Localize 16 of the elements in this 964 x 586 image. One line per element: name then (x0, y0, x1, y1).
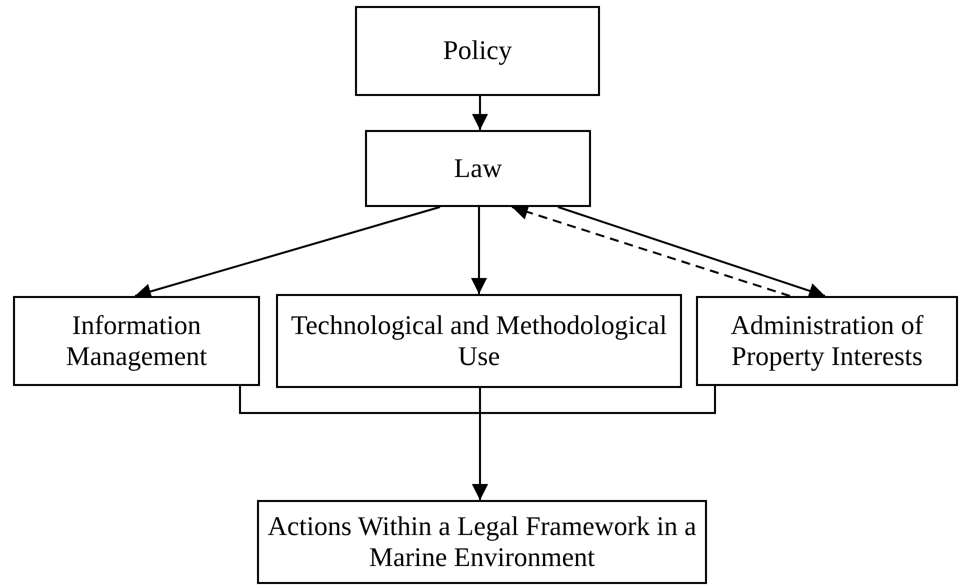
process-box (257, 500, 707, 584)
node-label: Administration of Property Interests (730, 310, 924, 372)
process-box (276, 294, 682, 388)
node-label: Law (454, 152, 502, 184)
arrow (472, 386, 716, 500)
process-box (13, 296, 260, 386)
node-label: Policy (442, 35, 512, 67)
node-label: Information Management (65, 310, 208, 372)
process-box (355, 6, 600, 96)
node-label: Actions Within a Legal Framework in a Marine Environment (266, 510, 698, 574)
arrow (471, 207, 487, 294)
arrow (472, 96, 488, 130)
process-box (365, 130, 591, 207)
node-label: Technological and Methodological Use (290, 310, 668, 372)
arrow (558, 206, 826, 299)
process-box (696, 296, 958, 386)
